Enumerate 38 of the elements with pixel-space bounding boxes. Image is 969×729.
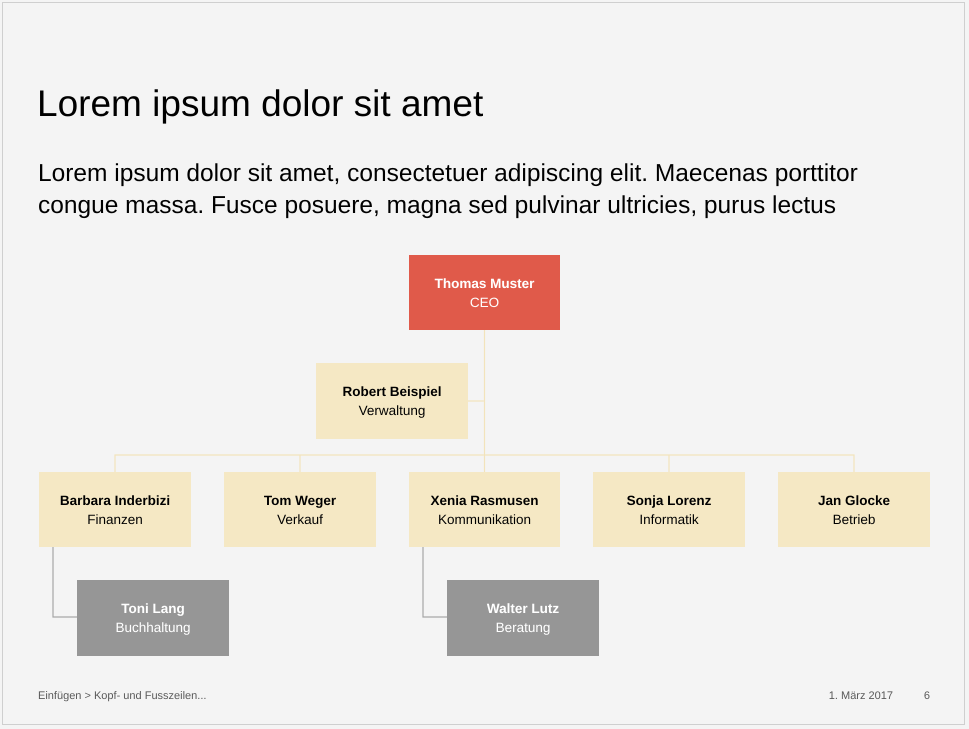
org-chart-box bbox=[778, 472, 930, 547]
org-chart-box bbox=[409, 255, 560, 330]
person-name: Robert Beispiel bbox=[342, 383, 442, 401]
role-title: Finanzen bbox=[87, 510, 143, 528]
person-name: Sonja Lorenz bbox=[626, 492, 712, 510]
role-title: Kommunikation bbox=[438, 510, 532, 528]
connector-line bbox=[468, 400, 484, 402]
org-chart-box bbox=[224, 472, 376, 547]
org-chart-box bbox=[316, 363, 468, 439]
role-title: Beratung bbox=[496, 619, 550, 637]
body-text: Lorem ipsum dolor sit amet, consectetuer adipiscing elit. Maecenas porttitor congue massa. Fusce posuere, magna sed pulvinar ultricies, purus lectus bbox=[38, 159, 859, 221]
role-title: Buchhaltung bbox=[115, 619, 191, 637]
connector-line bbox=[484, 454, 855, 473]
person-name: Walter Lutz bbox=[486, 600, 560, 618]
role-title: CEO bbox=[470, 294, 500, 312]
role-title: Informatik bbox=[639, 510, 699, 528]
connector-line bbox=[114, 454, 484, 473]
org-chart-box bbox=[409, 472, 560, 547]
role-title: Verkauf bbox=[277, 510, 323, 528]
org-chart-box bbox=[593, 472, 745, 547]
slide-title: Lorem ipsum dolor sit amet bbox=[37, 83, 484, 125]
person-name: Xenia Rasmusen bbox=[430, 492, 539, 510]
person-name: Tom Weger bbox=[264, 492, 336, 510]
org-chart-box bbox=[447, 580, 599, 656]
role-title: Betrieb bbox=[832, 510, 876, 528]
connector-line bbox=[422, 547, 447, 618]
person-name: Toni Lang bbox=[121, 600, 185, 618]
person-name: Barbara Inderbizi bbox=[60, 492, 170, 510]
person-name: Jan Glocke bbox=[818, 492, 890, 510]
role-title: Verwaltung bbox=[358, 402, 426, 420]
org-chart-box bbox=[77, 580, 229, 656]
connector-line bbox=[484, 330, 486, 472]
date-text: 1. März 2017 bbox=[828, 689, 893, 703]
person-name: Thomas Muster bbox=[434, 274, 534, 292]
page-number: 6 bbox=[922, 689, 930, 703]
footer-text: Einfügen > Kopf- und Fusszeilen... bbox=[38, 689, 208, 703]
org-chart-box bbox=[39, 472, 191, 547]
connector-line bbox=[52, 547, 77, 618]
